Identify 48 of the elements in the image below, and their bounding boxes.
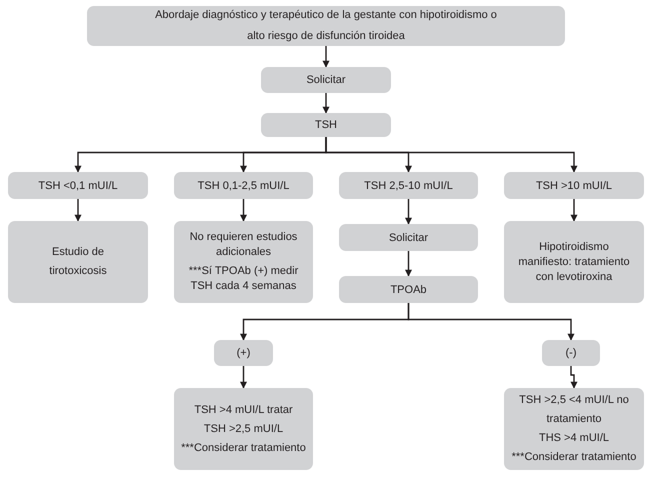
box-text: TSH <0,1 mUI/L: [38, 178, 118, 192]
arrow: [322, 46, 330, 68]
process-box: [261, 67, 391, 93]
arrow: [408, 303, 574, 341]
process-box: [174, 388, 313, 470]
box-text: Solicitar: [306, 73, 346, 87]
arrow: [570, 199, 578, 222]
box-text: (+): [236, 346, 250, 360]
box-text: TPOAb: [390, 282, 427, 296]
process-box: [174, 172, 313, 199]
process-box: [87, 6, 565, 46]
arrow: [74, 199, 82, 222]
box-text: Hipotiroidismo manifiesto: tratamiento con levotiroxina: [517, 240, 631, 284]
arrow: [325, 137, 578, 173]
box-text: ***Considerar tratamiento: [512, 450, 636, 465]
process-box: [174, 221, 313, 303]
process-box: [504, 388, 644, 470]
box-text: TSH >2,5 mUI/L: [204, 422, 284, 436]
box-text: ***Sí TPOAb (+) medir TSH cada 4 semanas: [188, 264, 300, 294]
arrow: [240, 366, 247, 389]
process-box: [504, 172, 644, 199]
arrow: [405, 199, 412, 225]
box-text: No requieren estudios adicionales: [188, 230, 298, 260]
box-text: (-): [566, 346, 576, 360]
box-text: TSH >10 mUI/L: [536, 178, 612, 192]
box-text: TSH >2,5 <4 mUI/L no tratamiento: [518, 393, 630, 427]
box-text: THS >4 mUI/L: [539, 431, 609, 446]
process-box: [542, 340, 600, 366]
arrow: [405, 251, 412, 277]
process-box: [339, 276, 478, 303]
arrow: [240, 199, 247, 222]
arrow: [570, 366, 578, 389]
process-box: [261, 113, 391, 137]
arrow: [322, 93, 330, 114]
box-text: TSH: [315, 118, 337, 132]
box-text: TSH 0,1-2,5 mUI/L: [198, 178, 290, 192]
process-box: [214, 340, 273, 366]
process-box: [339, 224, 478, 251]
process-box: [504, 221, 644, 303]
process-box: [8, 172, 148, 199]
box-text: Solicitar: [388, 230, 428, 244]
process-box: [339, 172, 478, 199]
box-text: Estudio de tirotoxicosis: [48, 245, 108, 279]
process-box: [8, 221, 148, 303]
box-text: TSH 2,5-10 mUI/L: [364, 178, 453, 192]
box-text: ***Considerar tratamiento: [181, 440, 306, 456]
box-text: TSH >4 mUI/L tratar: [194, 402, 293, 418]
box-text: Abordaje diagnóstico y terapéutico de la gestante con hipotiroidismo o alto riesgo de disfunción tiroidea: [154, 8, 498, 44]
